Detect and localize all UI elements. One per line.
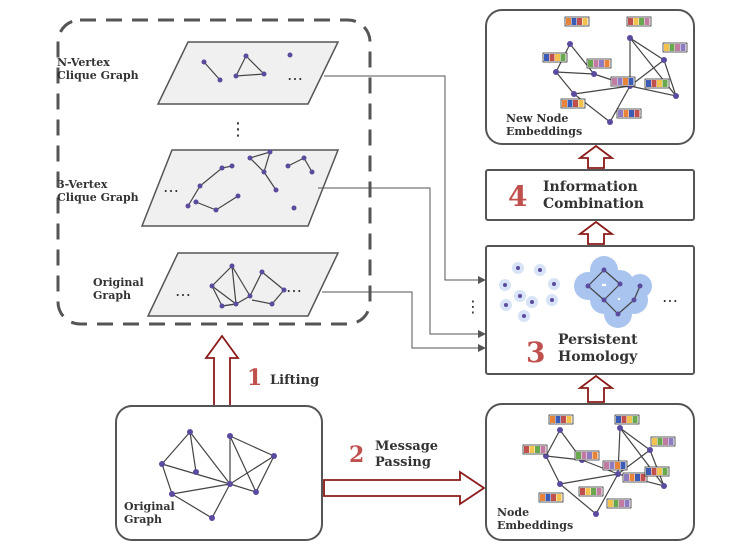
n-vertex-label-line1: N-Vertex [57,56,110,69]
embedding-vector [622,472,648,483]
n-vertex-ellipsis: … [287,65,303,84]
embedding-vector [564,16,590,27]
new-embeddings-label-line1: New Node [506,112,568,125]
ph-to-combination-arrow [577,220,615,245]
embedding-vector [650,436,676,447]
embedding-vector [542,52,568,63]
message-passing-step-number: 2 [349,442,364,468]
embedding-vector [662,42,688,53]
node-embeddings-label-line1: Node [497,506,529,519]
new-embeddings-label-line2: Embeddings [506,125,582,138]
connector-n-vertex [324,75,486,284]
node-embedding-vectors [522,414,676,509]
embedding-vector [616,108,642,119]
lifted-graphs-container [56,18,372,326]
lifting-label: Lifting [270,373,319,388]
embedding-vector [538,492,564,503]
lifting-arrow [204,334,240,407]
embedding-vector [522,444,548,455]
input-graph-label-line2: Graph [124,513,162,526]
embedding-vector [586,58,612,69]
node-embeddings-box [485,403,695,541]
embedding-vector [644,466,670,477]
message-passing-label-line1: Message [375,439,438,454]
message-passing-arrow [323,470,486,506]
combination-to-output-arrow [577,144,615,169]
combination-step-number: 4 [508,180,527,213]
lifting-step-number: 1 [247,365,262,391]
embedding-vector [610,76,636,87]
information-combination-box [485,169,695,221]
embedding-vector [574,450,600,461]
original-graph-plane [146,252,340,317]
ph-label-line1: Persistent [558,332,638,348]
ph-point-cloud [499,262,560,322]
embedding-vector [644,78,670,89]
embedding-vector [626,16,652,27]
original-plane-label-line2: Graph [93,289,131,302]
input-graph-box [115,405,323,541]
n-vertex-label-line2: Clique Graph [57,69,139,82]
embedding-vector [548,414,574,425]
embedding-vector [602,460,628,471]
connector-three-vertex [318,187,486,338]
ph-filtration-complex [574,256,652,328]
embedding-vector [606,498,632,509]
embedding-vector [560,98,586,109]
connector-original [322,291,486,352]
input-graph-label-line1: Original [124,500,175,513]
embedding-vector [614,414,640,425]
original-plane-label-line1: Original [93,276,144,289]
three-vertex-label-line2: Clique Graph [57,191,139,204]
combination-label-line2: Combination [543,196,644,212]
three-vertex-plane [140,149,340,227]
new-embedding-vectors [542,16,688,119]
new-node-embeddings-box [485,9,695,145]
ph-label-line2: Homology [558,349,638,365]
n-vertex-plane [156,41,340,105]
input-graph [159,429,277,521]
original-plane-ellipsis-right: … [286,277,302,296]
connector-vertical-ellipsis: ⋮ [465,297,481,316]
three-vertex-ellipsis: … [163,177,179,196]
lifted-vertical-ellipsis: ⋮ [229,119,247,140]
embeddings-to-ph-arrow [577,374,615,403]
message-passing-label-line2: Passing [375,455,431,470]
ph-step-number: 3 [526,336,545,369]
original-plane-ellipsis-left: … [175,281,191,300]
ph-ellipsis: … [662,287,678,306]
three-vertex-label-line1: 3-Vertex [57,178,108,191]
combination-label-line1: Information [543,179,638,195]
node-embeddings-label-line2: Embeddings [497,519,573,532]
embedding-vector [578,486,604,497]
